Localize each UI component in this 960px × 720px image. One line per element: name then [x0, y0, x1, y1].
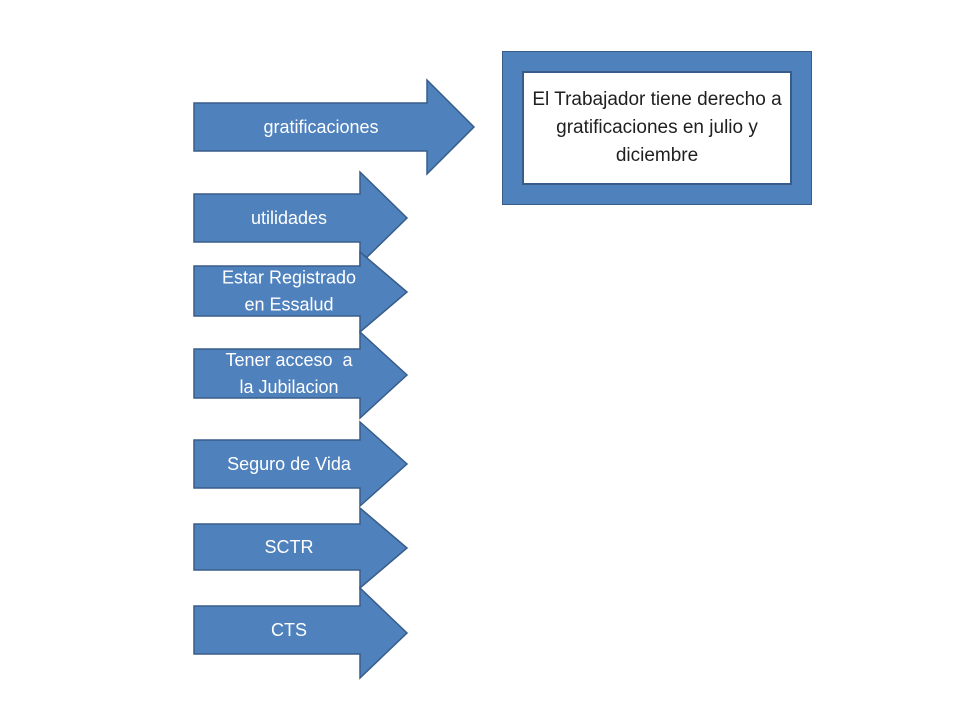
arrow-label: Tener acceso a	[225, 350, 353, 370]
info-box: El Trabajador tiene derecho a gratificac…	[502, 51, 812, 205]
arrow-shape	[193, 420, 409, 508]
arrow-label: la Jubilacion	[239, 377, 338, 397]
arrow-label: Estar Registrado	[222, 268, 356, 288]
arrow-gratificaciones: gratificaciones	[193, 78, 476, 176]
arrow-label: utilidades	[251, 208, 327, 228]
arrow-shape	[193, 170, 409, 266]
arrow-label: CTS	[271, 620, 307, 640]
arrow-utilidades: utilidades	[193, 170, 409, 266]
arrow-shape	[193, 330, 409, 420]
arrow-shape	[193, 250, 409, 334]
arrow-cts: CTS	[193, 586, 409, 680]
arrow-label: en Essalud	[244, 295, 333, 315]
arrow-label: SCTR	[265, 537, 314, 557]
arrow-jubilacion: Tener acceso a la Jubilacion	[193, 330, 409, 420]
arrow-label: gratificaciones	[263, 117, 378, 137]
info-box-text: El Trabajador tiene derecho a gratificac…	[522, 71, 792, 185]
arrow-essalud: Estar Registrado en Essalud	[193, 250, 409, 334]
arrow-label: Seguro de Vida	[227, 454, 352, 474]
arrow-seguro: Seguro de Vida	[193, 420, 409, 508]
arrow-shape	[193, 586, 409, 680]
arrow-shape	[193, 78, 476, 176]
arrow-sctr: SCTR	[193, 506, 409, 590]
arrow-shape	[193, 506, 409, 590]
